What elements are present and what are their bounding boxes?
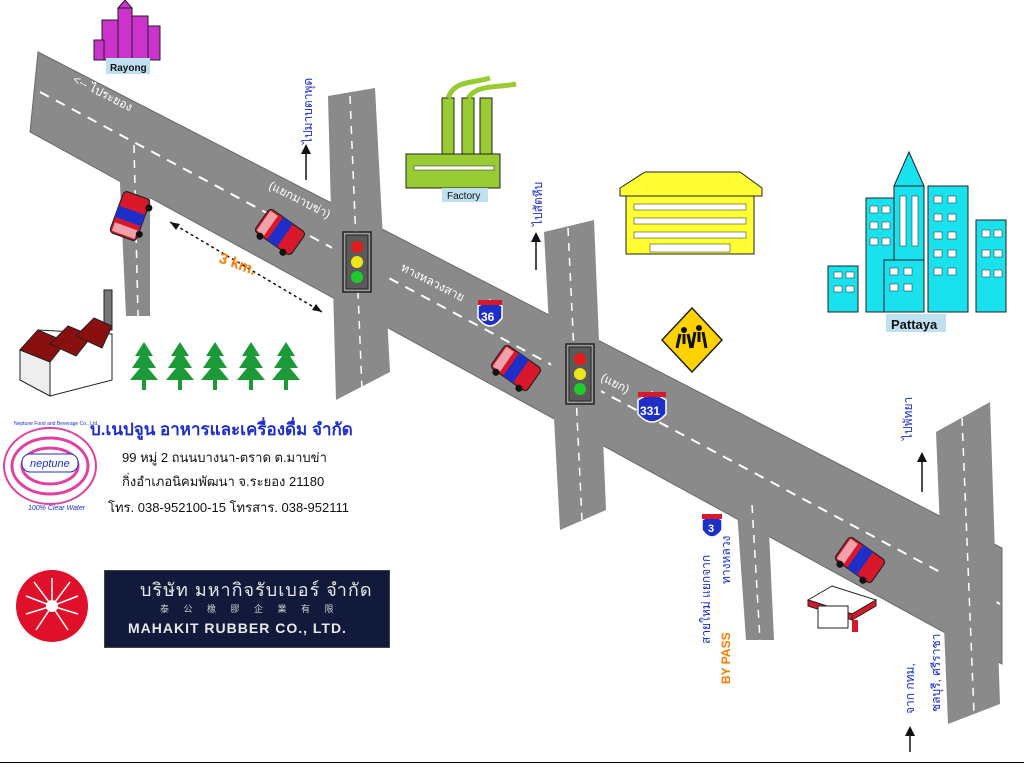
gas-station-icon bbox=[806, 585, 878, 632]
tree-icon bbox=[237, 342, 265, 390]
svg-text:Neptune Food and Beverage Co.,: Neptune Food and Beverage Co., Ltd. bbox=[14, 421, 99, 427]
company-address-line1: 99 หมู่ 2 ถนนบางนา-ตราด ต.มาบข่า bbox=[122, 450, 327, 465]
neptune-factory-icon bbox=[19, 289, 113, 397]
mahakit-name-english: MAHAKIT RUBBER CO., LTD. bbox=[128, 620, 347, 636]
bypass-highway-label: ทางหลวง bbox=[719, 536, 733, 584]
mahakit-name-thai: บริษัท มหากิจรับเบอร์ จำกัด bbox=[140, 580, 373, 600]
tree-icon bbox=[130, 342, 158, 390]
school-crossing-sign-icon bbox=[660, 306, 724, 374]
route-331-shield: 331 bbox=[637, 391, 667, 423]
to-map-ta-phut-label: ไปมาบตาพุด bbox=[301, 78, 316, 145]
pattaya-city-icon bbox=[827, 150, 1007, 332]
factory-label: Factory bbox=[447, 191, 480, 202]
tree-icon bbox=[272, 342, 300, 390]
svg-text:3: 3 bbox=[708, 523, 714, 535]
to-sattahip-label: ไปสัตหีบ bbox=[531, 182, 545, 227]
mahakit-name-chinese: 泰 公 橡 膠 企 業 有 限 bbox=[160, 604, 340, 614]
company-address-line2: กิ่งอำเภอนิคมพัฒนา จ.ระยอง 21180 bbox=[122, 474, 325, 489]
company-name: บ.เนปจูน อาหารและเครื่องดื่ม จำกัด bbox=[90, 420, 353, 439]
right-vertical-road bbox=[936, 402, 1000, 724]
neptune-logo: neptune Neptune Food and Beverage Co., L… bbox=[3, 421, 99, 512]
tree-icon bbox=[201, 342, 229, 390]
bypass-thai-label: สายใหม่ แยกจาก bbox=[699, 555, 713, 644]
rayong-label: Rayong bbox=[110, 63, 147, 74]
traffic-light-icon bbox=[565, 343, 595, 405]
mahakit-banner bbox=[104, 570, 390, 648]
rayong-city-icon bbox=[93, 0, 161, 74]
to-pattaya-label: ไปพัทยา bbox=[901, 397, 915, 441]
arrow-up-icon bbox=[301, 144, 311, 154]
yellow-building-icon bbox=[619, 171, 763, 255]
svg-text:neptune: neptune bbox=[30, 458, 70, 470]
arrow-up-icon bbox=[905, 726, 915, 736]
mahakit-logo bbox=[16, 570, 88, 642]
svg-text:100% Clear Water: 100% Clear Water bbox=[28, 505, 86, 512]
factory-icon bbox=[405, 75, 517, 202]
svg-text:36: 36 bbox=[481, 310, 495, 324]
traffic-light-icon bbox=[342, 231, 372, 293]
tree-row bbox=[130, 342, 300, 390]
route-36-shield: 36 bbox=[477, 299, 503, 327]
bottom-divider bbox=[0, 762, 1024, 763]
from-bkk-label-1: จาก กทม, bbox=[903, 663, 917, 714]
company-phone: โทร. 038-952100-15 โทรสาร. 038-952111 bbox=[108, 500, 350, 515]
from-bkk-label-2: ชลบุรี, ศรีราชา bbox=[929, 634, 944, 712]
tree-icon bbox=[166, 342, 194, 390]
pattaya-label: Pattaya bbox=[891, 317, 938, 332]
arrow-up-icon bbox=[917, 452, 927, 462]
bypass-en-label: BY PASS bbox=[719, 632, 733, 684]
arrow-up-icon bbox=[531, 232, 541, 242]
svg-text:331: 331 bbox=[640, 404, 660, 418]
main-road-centerline bbox=[39, 91, 1001, 605]
route-3-shield: 3 bbox=[701, 513, 723, 538]
